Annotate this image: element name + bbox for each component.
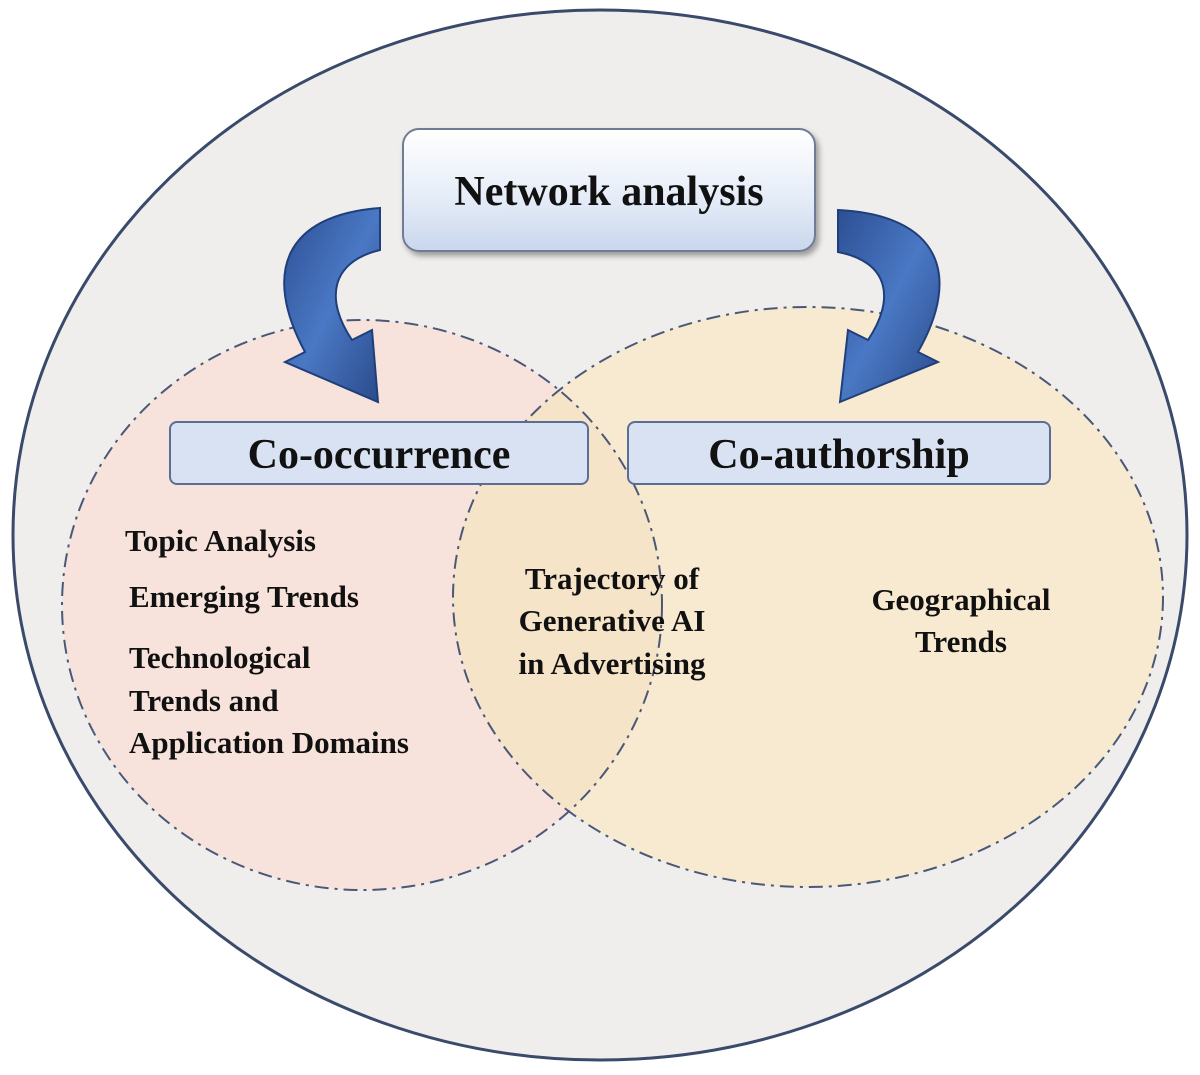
left-set-label: Co-occurrence xyxy=(248,432,511,478)
left-item-technological: Technological xyxy=(129,640,311,675)
left-item-application-domains: Application Domains xyxy=(129,725,409,760)
left-set-outline xyxy=(61,319,663,891)
right-set-outline xyxy=(452,306,1164,888)
page-title: Network analysis xyxy=(454,169,763,215)
left-item-topic-analysis: Topic Analysis xyxy=(125,523,316,558)
left-curved-arrow xyxy=(282,206,381,404)
right-item-geographical: Geographical xyxy=(871,582,1050,617)
title-box xyxy=(402,128,816,252)
right-set-label-box xyxy=(627,421,1051,485)
left-item-trends-and: Trends and xyxy=(129,683,279,718)
left-item-emerging-trends: Emerging Trends xyxy=(129,579,359,614)
right-curved-arrow xyxy=(837,208,941,404)
right-set-label: Co-authorship xyxy=(708,432,969,478)
intersection-line-1: Trajectory of xyxy=(525,561,700,596)
intersection-line-3: in Advertising xyxy=(519,646,706,681)
right-item-trends: Trends xyxy=(915,624,1007,659)
left-set-label-box xyxy=(169,421,589,485)
intersection-line-2: Generative AI xyxy=(519,603,706,638)
